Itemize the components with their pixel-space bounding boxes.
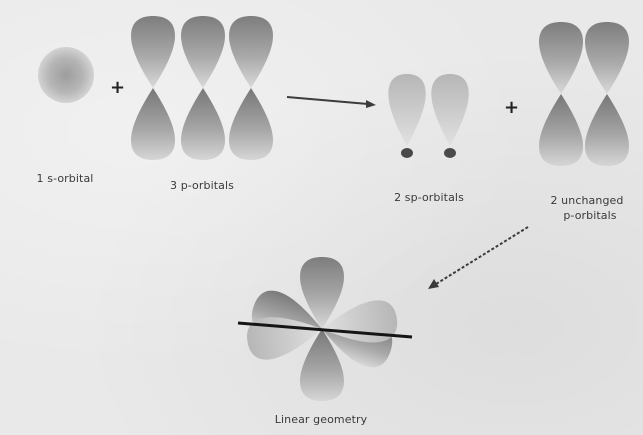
p-orbital-3 bbox=[229, 16, 273, 160]
p-orbitals-label: 3 p-orbitals bbox=[170, 179, 234, 192]
p-orbitals-group bbox=[131, 16, 273, 160]
plus-sign-2: + bbox=[504, 99, 519, 117]
sp-orbital-2 bbox=[431, 74, 468, 158]
unchanged-p-orbital-2 bbox=[585, 22, 629, 166]
s-orbital-sphere bbox=[38, 47, 94, 103]
p-orbital-1 bbox=[131, 16, 175, 160]
p-orbital-2 bbox=[181, 16, 225, 160]
s-orbital-label: 1 s-orbital bbox=[37, 172, 94, 185]
unchanged-orbitals-label-line1: 2 unchanged bbox=[550, 194, 623, 207]
sp-orbitals-group bbox=[388, 74, 468, 158]
plus-sign-1: + bbox=[110, 79, 125, 97]
linear-geometry-figure bbox=[238, 257, 412, 401]
linear-geometry-label: Linear geometry bbox=[275, 413, 368, 426]
sp-orbital-1 bbox=[388, 74, 425, 158]
sp-orbitals-label: 2 sp-orbitals bbox=[394, 191, 464, 204]
arrow-to-linear-geometry bbox=[428, 227, 528, 289]
unchanged-p-orbitals-group bbox=[539, 22, 629, 166]
arrow-to-sp bbox=[287, 97, 376, 108]
unchanged-p-orbital-1 bbox=[539, 22, 583, 166]
unchanged-orbitals-label-line2: p-orbitals bbox=[563, 209, 616, 222]
